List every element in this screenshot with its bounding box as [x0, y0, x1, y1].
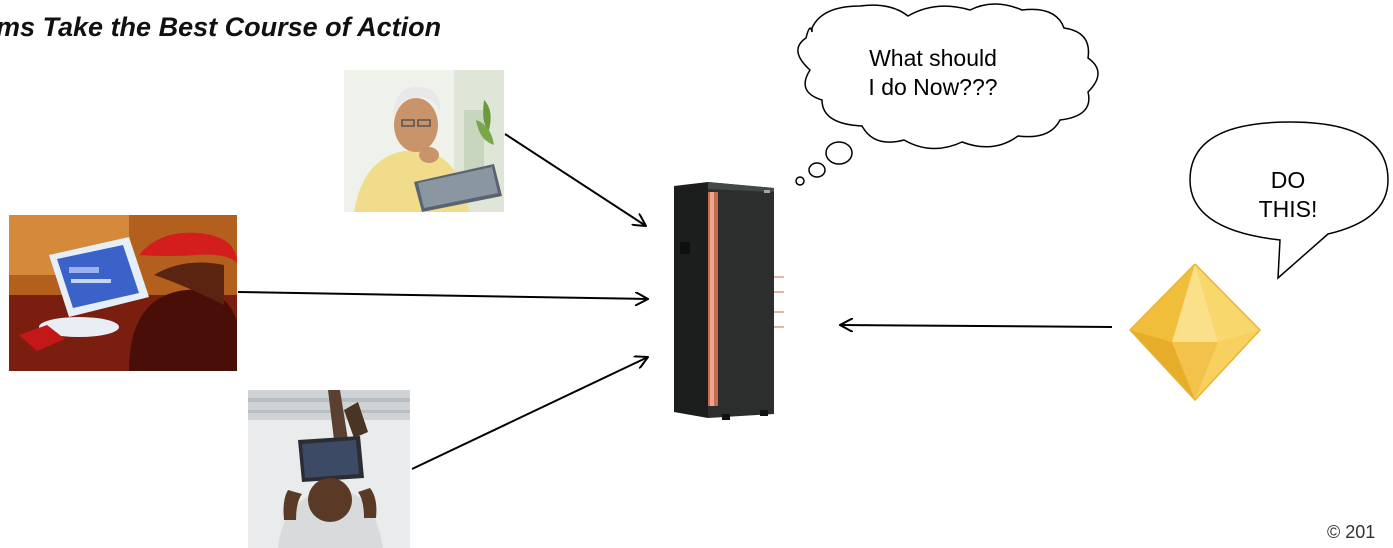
- decision-gem-icon: [1128, 262, 1262, 402]
- thought-line-2: I do Now???: [868, 74, 998, 100]
- photo-man-with-tablet: [344, 70, 504, 212]
- photo-person-at-computer: [9, 215, 237, 371]
- slide-title: ms Take the Best Course of Action: [0, 12, 442, 42]
- arrow-gem-to-server: [840, 325, 1113, 327]
- photo-person-with-laptop: [248, 390, 410, 548]
- arrow-laptop-user-to-server: [411, 357, 648, 470]
- thought-line-1: What should: [869, 45, 997, 71]
- server-tower: [674, 182, 786, 422]
- thought-bubble-text: What should I do Now???: [828, 44, 1038, 102]
- speech-bubble: [1189, 121, 1389, 280]
- arrow-man-to-server: [504, 133, 646, 226]
- speech-line-1: DO: [1270, 167, 1306, 193]
- speech-bubble-text: DO THIS!: [1238, 166, 1338, 224]
- speech-line-2: THIS!: [1258, 196, 1318, 222]
- copyright-notice: © 201: [1327, 522, 1376, 542]
- arrow-computer-user-to-server: [237, 291, 648, 299]
- thought-cloud: [795, 3, 1099, 186]
